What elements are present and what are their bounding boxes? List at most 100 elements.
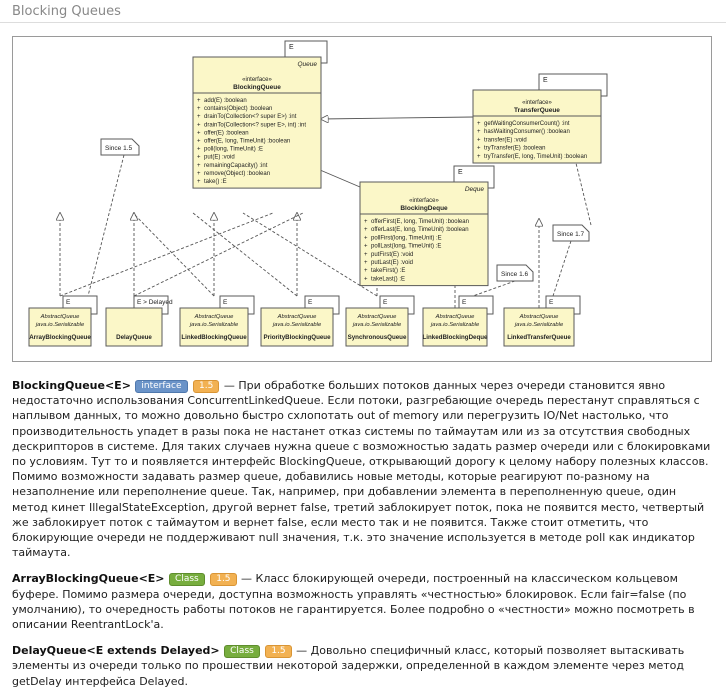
note-since-1-5: Since 1.5 [100, 138, 140, 156]
method-signature: takeLast() :E [371, 276, 405, 282]
method-visibility: + [197, 106, 201, 112]
dependency-line [133, 212, 304, 297]
section-text: — При обработке больших потоков данных ч… [12, 379, 711, 560]
class-box [422, 307, 488, 347]
method-visibility: + [197, 179, 201, 185]
note-shape [100, 138, 140, 156]
class-badge: Class [224, 645, 260, 659]
method-signature: pollFirst(long, TimeUnit) :E [371, 235, 442, 241]
method-visibility: + [477, 137, 481, 143]
article-content: BlockingQueue<E> interface 1.5 — При обр… [12, 378, 714, 700]
method-signature: tryTransfer(E, long, TimeUnit) :boolean [484, 154, 587, 160]
interface-name: BlockingDeque [400, 205, 448, 212]
method-signature: add(E) :boolean [204, 98, 247, 104]
class-box [179, 307, 249, 347]
class-box [260, 307, 334, 347]
class-linkedblockingqueue: EAbstractQueuejava.io.SerializableLinked… [179, 295, 255, 347]
method-list [472, 115, 602, 164]
method-visibility: + [197, 147, 201, 153]
method-signature: pollLast(long, TimeUnit) :E [371, 244, 441, 250]
class-linkedblockingdeque: EAbstractQueuejava.io.SerializableLinked… [422, 295, 494, 347]
class-name: LinkedTransferQueue [507, 334, 571, 341]
note-text: Since 1.5 [105, 145, 132, 152]
section-term: ArrayBlockingQueue<E> [12, 572, 165, 586]
type-param-label: E [549, 299, 554, 306]
note-since-1-7: Since 1.7 [552, 224, 590, 242]
section-term: DelayQueue<E extends Delayed> [12, 644, 220, 658]
class-superline: AbstractQueue [357, 314, 397, 320]
class-box [345, 307, 409, 347]
method-signature: remove(Object) :boolean [204, 171, 270, 177]
class-name: LinkedBlockingDeque [423, 334, 489, 341]
section-text: — Класс блокирующей очереди, построенный… [12, 572, 695, 632]
method-list [192, 92, 322, 189]
method-visibility: + [364, 244, 368, 250]
type-param-label: E > Delayed [137, 299, 173, 306]
type-param-label: E [383, 299, 388, 306]
version-badge: 1.5 [210, 573, 237, 587]
version-badge: 1.5 [265, 645, 292, 659]
note-shape [496, 264, 534, 282]
section-term: BlockingQueue<E> [12, 379, 131, 392]
class-arrayblockingqueue: EAbstractQueuejava.io.SerializableArrayB… [28, 295, 98, 347]
class-box [105, 307, 163, 347]
class-badge: Class [169, 573, 205, 587]
note-text: Since 1.7 [557, 231, 584, 238]
interface-badge: interface [135, 380, 188, 393]
method-visibility: + [477, 146, 481, 152]
method-signature: take() :E [204, 179, 227, 185]
dependency-line [132, 212, 215, 297]
type-param-label: E [462, 299, 467, 306]
type-param-label: E [308, 299, 313, 306]
method-visibility: + [364, 268, 368, 274]
note-since-1-6: Since 1.6 [496, 264, 534, 282]
class-name: LinkedBlockingQueue [181, 334, 247, 341]
class-superline: AbstractQueue [40, 314, 80, 320]
class-name: DelayQueue [116, 334, 152, 341]
method-signature: poll(long, TimeUnit) :E [204, 147, 263, 153]
type-param-label: E [289, 44, 294, 51]
method-visibility: + [197, 171, 201, 177]
interface-header [359, 181, 489, 215]
section-array-blocking-queue: ArrayBlockingQueue<E> Class 1.5 — Класс … [12, 571, 714, 632]
method-signature: offer(E, long, TimeUnit) :boolean [204, 139, 290, 145]
note-link [552, 240, 572, 297]
class-superline: AbstractQueue [435, 314, 475, 320]
class-superline: java.io.Serializable [272, 322, 322, 328]
type-param-label: E [543, 77, 548, 84]
method-signature: offer(E) :boolean [204, 130, 249, 136]
method-visibility: + [364, 260, 368, 266]
method-signature: put(E) :void [204, 155, 235, 161]
type-param-label: E [223, 299, 228, 306]
method-signature: drainTo(Collection<? super E>, int) :int [204, 122, 306, 128]
method-visibility: + [477, 129, 481, 135]
dependency-line [242, 212, 378, 297]
method-signature: contains(Object) :boolean [204, 106, 272, 112]
method-signature: offerLast(E, long, TimeUnit) :boolean [371, 227, 469, 233]
interface-header [472, 89, 602, 117]
method-visibility: + [364, 219, 368, 225]
method-visibility: + [197, 139, 201, 145]
method-signature: takeFirst() :E [371, 268, 405, 274]
method-list [359, 213, 489, 287]
class-superline: AbstractQueue [277, 314, 317, 320]
blocking-deque-interface: EDeque«interface»BlockingDeque+offerFirs… [359, 165, 495, 287]
version-badge: 1.5 [193, 380, 220, 393]
stereotype-label: «interface» [522, 100, 552, 106]
method-visibility: + [197, 98, 201, 104]
method-signature: tryTransfer(E) :boolean [484, 146, 545, 152]
class-superline: java.io.Serializable [352, 322, 402, 328]
class-box [28, 307, 92, 347]
method-visibility: + [364, 227, 368, 233]
method-signature: putFirst(E) :void [371, 252, 413, 258]
interface-name: BlockingQueue [233, 84, 281, 91]
class-superline: java.io.Serializable [514, 322, 564, 328]
class-superline: java.io.Serializable [35, 322, 85, 328]
transfer-queue-interface: E«interface»TransferQueue+getWaitingCons… [472, 73, 608, 164]
page-title: Blocking Queues [12, 4, 121, 19]
type-param-label: E [458, 169, 463, 176]
note-link [472, 280, 516, 297]
